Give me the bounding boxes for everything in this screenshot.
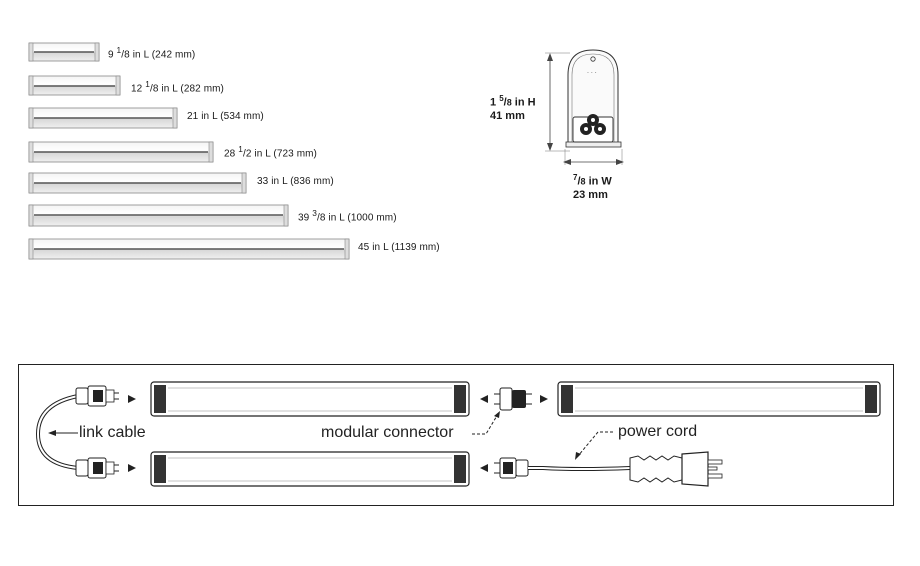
- fixture-bottom-left: [150, 451, 470, 487]
- power-cord: [480, 451, 723, 487]
- fixture-bar-39in: [28, 204, 289, 227]
- link-cable: [35, 385, 119, 479]
- height-dimension-label: 1 5/8 in H 41 mm: [490, 94, 536, 122]
- fixture-bar-45in: [28, 238, 350, 260]
- fixture-top-left: [150, 381, 470, 417]
- fixture-length-label: 33 in L (836 mm): [257, 176, 334, 187]
- fixture-top-right: [557, 381, 881, 417]
- fixture-lineup: [28, 42, 350, 260]
- fixture-length-label: 12 1/8 in L (282 mm): [131, 79, 224, 95]
- fixture-bar-21in: [28, 107, 178, 129]
- insert-arrow: [128, 395, 136, 472]
- modular-connector: [480, 387, 548, 411]
- fixture-length-label: 28 1/2 in L (723 mm): [224, 144, 317, 160]
- svg-text:. . .: . . .: [587, 68, 597, 75]
- link-cable-label: link cable: [79, 424, 146, 441]
- modular-connector-label: modular connector: [321, 424, 454, 441]
- fixture-length-label: 21 in L (534 mm): [187, 111, 264, 122]
- fixture-bar-28in: [28, 141, 214, 163]
- fixture-bar-9in: [28, 42, 100, 62]
- leader-lines: [48, 411, 613, 460]
- fixture-length-label: 9 1/8 in L (242 mm): [108, 45, 196, 61]
- power-cord-label: power cord: [618, 423, 698, 440]
- fixture-length-label: 45 in L (1139 mm): [358, 242, 440, 253]
- fixture-length-label: 39 3/8 in L (1000 mm): [298, 208, 397, 224]
- fixture-bar-33in: [28, 172, 247, 194]
- connection-diagram-panel: [18, 364, 894, 506]
- fixture-bar-12in: [28, 75, 121, 96]
- end-view-drawing: . . .: [545, 49, 624, 165]
- width-dimension-label: 7/8 in W 23 mm: [573, 173, 612, 201]
- connection-diagram: [35, 381, 881, 487]
